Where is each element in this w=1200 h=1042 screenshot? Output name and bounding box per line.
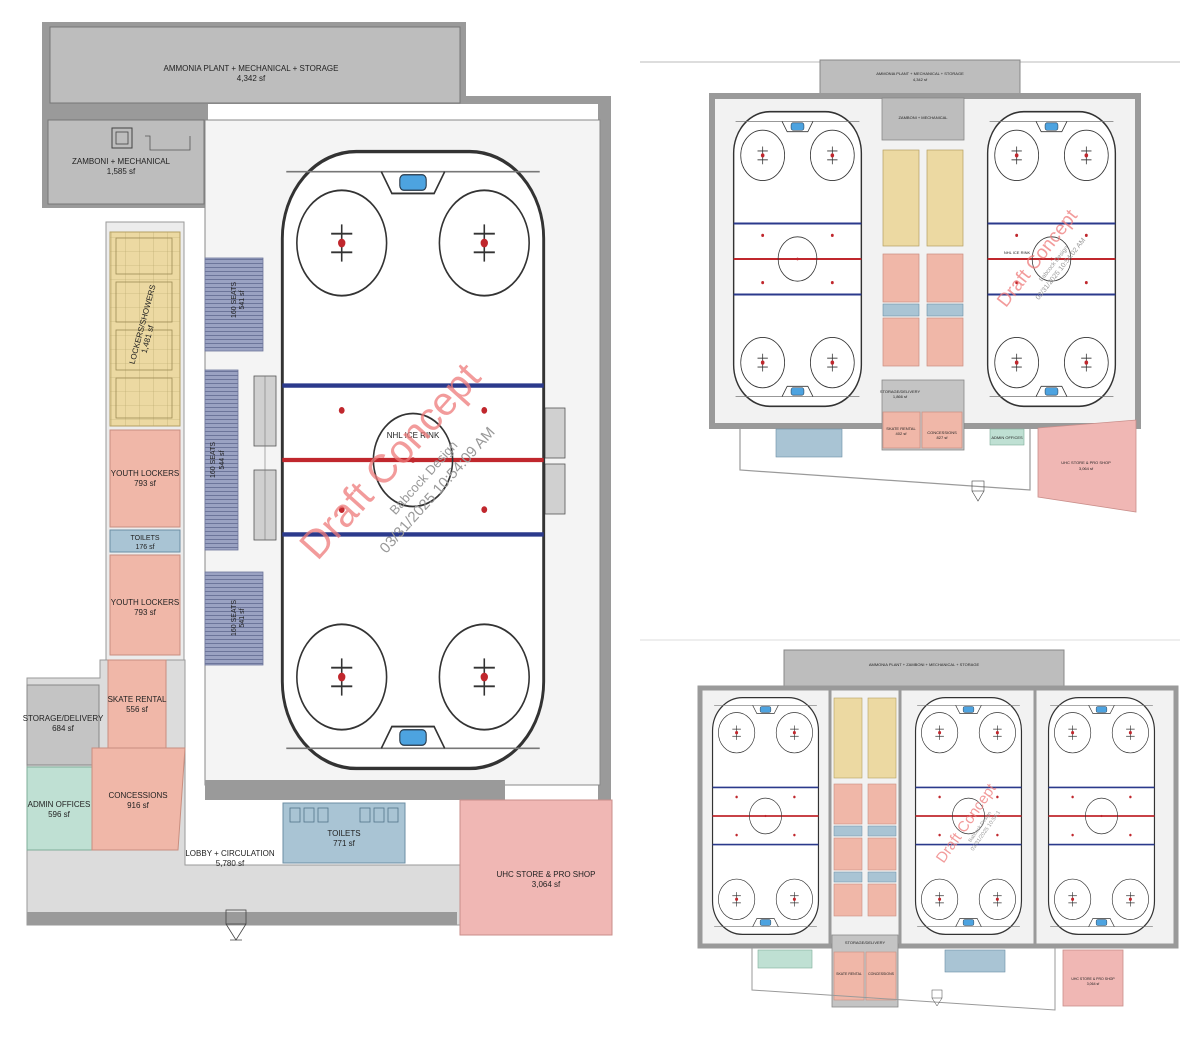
three-youth-lockers (833, 783, 897, 917)
two-storage-name: STORAGE/DELIVERY (880, 389, 921, 394)
toilets-small-name: TOILETS (130, 535, 159, 542)
toilets-lobby-name: TOILETS (327, 829, 360, 838)
three-locker-rooms (833, 697, 897, 779)
ammonia-plant-room (49, 26, 461, 104)
three-concessions-name: CONCESSIONS (868, 972, 895, 976)
admin-offices-name: ADMIN OFFICES (28, 800, 91, 809)
concessions-name: CONCESSIONS (108, 791, 167, 800)
three-storage-name: STORAGE/DELIVERY (845, 940, 886, 945)
concessions-room (91, 747, 186, 851)
main-plan: AMMONIA PLANT + MECHANICAL + STORAGE 4,3… (23, 22, 613, 941)
skate-rental-area: 556 sf (126, 705, 149, 714)
three-rink-plan: AMMONIA PLANT + ZAMBONI + MECHANICAL + S… (640, 639, 1180, 1011)
concessions-area: 916 sf (127, 801, 150, 810)
admin-offices-area: 596 sf (48, 810, 71, 819)
storage-delivery-name: STORAGE/DELIVERY (23, 714, 104, 723)
toilets-lobby-room (282, 802, 406, 864)
store-name: UHC STORE & PRO SHOP (497, 870, 596, 879)
two-rink-left (732, 110, 863, 408)
seats-bottom (204, 571, 264, 666)
three-entrance-door-icon (931, 989, 943, 1007)
two-ammonia-area: 4,342 sf (913, 77, 928, 82)
toilets-small-area: 176 sf (135, 544, 154, 551)
three-ammonia-room (783, 649, 1065, 689)
three-rink-1 (711, 696, 820, 936)
zamboni-name: ZAMBONI + MECHANICAL (72, 157, 171, 166)
youth-lockers-1-area: 793 sf (134, 479, 157, 488)
three-ammonia-name: AMMONIA PLANT + ZAMBONI + MECHANICAL + S… (869, 662, 980, 667)
three-rink-3 (1047, 696, 1156, 936)
two-skate-rental-room (882, 411, 921, 449)
two-zamboni-name: ZAMBONI + MECHANICAL (898, 115, 948, 120)
two-ammonia-name: AMMONIA PLANT + MECHANICAL + STORAGE (876, 71, 964, 76)
two-ammonia-room (819, 59, 1021, 99)
two-rink-right (986, 110, 1117, 408)
store-room (459, 799, 613, 936)
toilets-small-room (109, 529, 181, 553)
two-youth-lockers (882, 253, 964, 367)
two-skate-rental-area: 402 sf (896, 431, 908, 436)
seats-bottom-area: 541 sf (239, 608, 246, 627)
zamboni-mechanical-room (47, 119, 205, 205)
store-area: 3,064 sf (532, 880, 561, 889)
storage-delivery-area: 684 sf (52, 724, 75, 733)
three-skate-rental-name: SKATE RENTAL (836, 972, 862, 976)
skate-rental-room (107, 659, 167, 749)
skate-rental-name: SKATE RENTAL (108, 695, 167, 704)
two-entrance-door-icon (971, 480, 985, 502)
two-store-name: UHC STORE & PRO SHOP (1061, 460, 1111, 465)
three-store-area: 3,064 sf (1087, 982, 1099, 986)
seats-top-area: 541 sf (239, 290, 246, 309)
youth-lockers-2-area: 793 sf (134, 608, 157, 617)
three-skate-rental-room (833, 951, 865, 1001)
youth-lockers-2-name: YOUTH LOCKERS (111, 598, 179, 607)
admin-offices-room (26, 766, 93, 851)
three-admin-room (757, 949, 813, 969)
lobby-area: 5,780 sf (216, 859, 245, 868)
two-skate-rental-name: SKATE RENTAL (886, 426, 916, 431)
two-locker-rooms (882, 149, 964, 247)
two-admin-room (989, 428, 1025, 446)
two-rink-label: NHL ICE RINK (1004, 250, 1031, 255)
two-zamboni-room (881, 97, 965, 141)
two-rink-plan: AMMONIA PLANT + MECHANICAL + STORAGE 4,3… (640, 59, 1180, 513)
ammonia-plant-area: 4,342 sf (237, 74, 266, 83)
toilets-lobby-area: 771 sf (333, 839, 356, 848)
seats-top (204, 257, 264, 352)
two-storage-area: 1,866 sf (893, 394, 908, 399)
seats-top-name: 160 SEATS (231, 282, 238, 318)
two-store-area: 3,064 sf (1079, 466, 1094, 471)
youth-lockers-1-name: YOUTH LOCKERS (111, 469, 179, 478)
three-store-name: UHC STORE & PRO SHOP (1071, 977, 1115, 981)
seats-mid (204, 369, 239, 551)
three-concessions-room (865, 951, 897, 1001)
three-store-room (1062, 949, 1124, 1007)
lobby-name: LOBBY + CIRCULATION (185, 849, 275, 858)
seats-mid-name: 160 SEATS (210, 442, 217, 478)
seats-bottom-name: 160 SEATS (231, 600, 238, 636)
two-toilets-left (775, 428, 843, 458)
entrance-door-icon (225, 909, 247, 941)
youth-lockers-2-room (109, 554, 181, 656)
seats-mid-area: 544 sf (219, 450, 226, 469)
youth-lockers-1-room (109, 429, 181, 528)
east-wall (598, 96, 611, 826)
two-admin-name: ADMIN OFFICES (991, 435, 1023, 440)
two-concessions-name: CONCESSIONS (927, 430, 957, 435)
ammonia-plant-name: AMMONIA PLANT + MECHANICAL + STORAGE (163, 64, 338, 73)
main-rink-label: NHL ICE RINK (387, 431, 440, 440)
storage-delivery-room (26, 684, 100, 766)
two-concessions-area: 827 sf (937, 435, 949, 440)
two-concessions-room (921, 411, 963, 449)
three-toilets-room (944, 949, 1006, 973)
two-store-room (1037, 419, 1137, 513)
zamboni-area: 1,585 sf (107, 167, 136, 176)
